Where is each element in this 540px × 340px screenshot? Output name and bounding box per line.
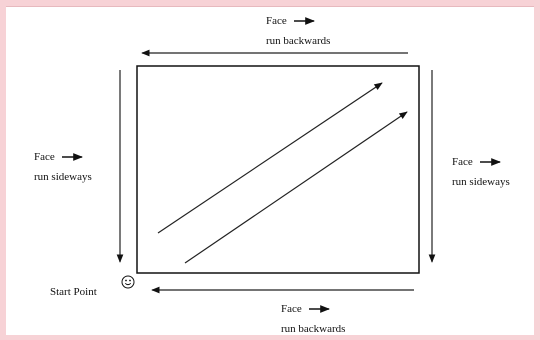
diagonal-arrow-lower <box>184 111 408 264</box>
top-label-face: Face <box>266 15 287 27</box>
smiley-face-icon <box>121 275 135 289</box>
top-label-action: run backwards <box>266 35 330 47</box>
left-label-face: Face <box>34 151 55 163</box>
right-label-face: Face <box>452 156 473 168</box>
bottom-label-action: run backwards <box>281 323 345 335</box>
right-label: Face run sideways <box>452 156 510 188</box>
left-label-action: run sideways <box>34 171 92 183</box>
bottom-label-face: Face <box>281 303 302 315</box>
diagram-panel <box>6 6 534 335</box>
top-label: Face run backwards <box>266 15 330 47</box>
diagonal-arrow-upper <box>157 82 383 234</box>
start-point-label: Start Point <box>50 286 97 298</box>
field-rectangle <box>136 65 420 274</box>
right-label-action: run sideways <box>452 176 510 188</box>
bottom-label: Face run backwards <box>281 303 345 335</box>
left-label: Face run sideways <box>34 151 92 183</box>
